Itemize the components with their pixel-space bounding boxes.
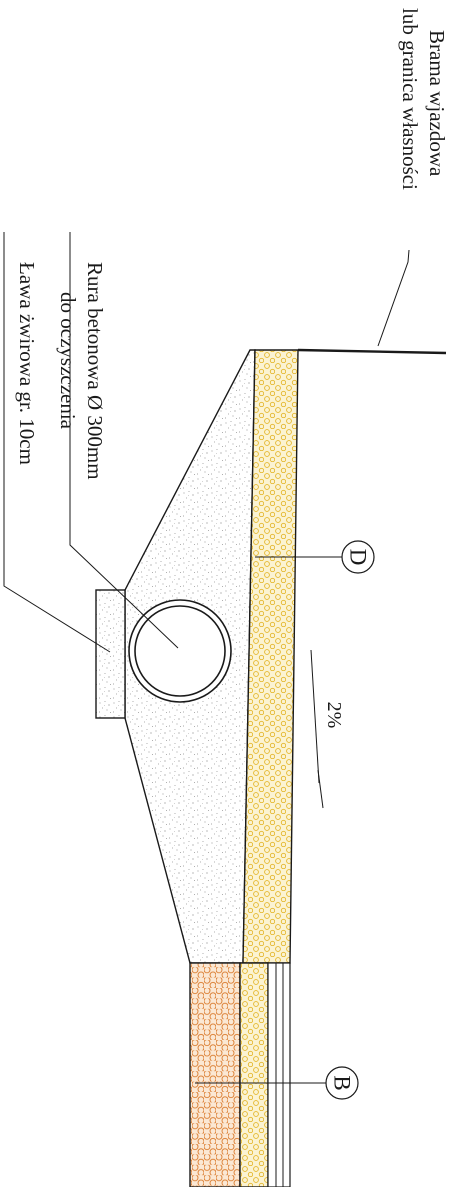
asphalt-top-layer [267,962,291,1187]
slope-line-upper [310,649,320,784]
callout-b-circle [325,1066,359,1100]
pipe-label-line2: do oczyszczenia [56,292,80,430]
pipe-leader-line [69,232,179,649]
bench-label-line1: Ława żwirowa gr. 10cm [15,262,39,465]
gate-leader-line [377,249,410,347]
callout-d-label: D [346,549,371,566]
gravel-bench [95,589,126,719]
gate-label-line2: lub granica własności [398,8,422,190]
gravel-subbase-layer [189,962,241,1187]
pipe-label-line1: Rura betonowa Ø 300mm [83,262,107,480]
slope-line-lower [317,769,324,809]
gate-boundary-line [297,348,447,355]
callout-b-label: B [330,1075,355,1090]
callout-d-circle [341,540,375,574]
gate-label-line1: Brama wjazdowa [425,30,449,177]
bench-leader-line [3,232,111,653]
sand-subbase-layer [239,962,269,1187]
slope-label: 2% [323,702,345,729]
